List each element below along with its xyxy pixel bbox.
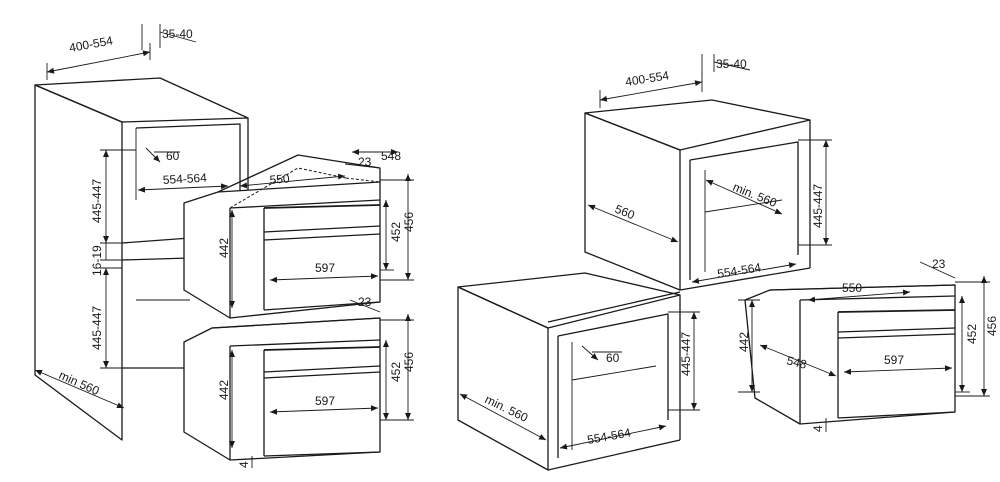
right-lower-note-label: 60	[606, 351, 620, 365]
right-lower-depth-label: min. 560	[483, 392, 531, 425]
left-vertical-dimensions: 445-447 16-19 445-447 min 560	[34, 149, 136, 409]
left-cab-depth-label: min 560	[57, 368, 102, 398]
left-upper-recess-dimensions: 60 554-564	[137, 147, 229, 193]
left-oven1-depth-label: 548	[381, 149, 401, 163]
left-lower-oven	[183, 317, 381, 461]
right-oven-h442-label: 442	[737, 332, 751, 352]
left-lower-height-label: 445-447	[90, 306, 104, 350]
right-oven-h456-label: 456	[985, 316, 999, 336]
left-column-cabinet	[34, 77, 249, 441]
left-oven2-foot-label: 4	[237, 461, 251, 468]
right-lower-width-label: 554-564	[586, 425, 632, 446]
right-oven-width-label: 597	[884, 353, 904, 367]
right-upper-min-label: min. 560	[731, 180, 779, 210]
left-oven1-h456-label: 456	[402, 212, 416, 232]
right-oven	[744, 284, 956, 425]
right-lower-height-label: 445-447	[679, 332, 693, 376]
right-upper-cabinet-dimensions: 400-554 35-40 560 min. 560 445-447 554-5…	[587, 54, 832, 284]
right-oven-dimensions: 550 23 442 548 597 452 456 4	[737, 257, 999, 432]
right-cab-side-label: 35-40	[716, 57, 747, 71]
left-oven2-h456-label: 456	[402, 352, 416, 372]
left-upper-oven-dimensions: 550 548 23 442 597 452 456	[217, 149, 416, 308]
left-gap-label: 16-19	[90, 245, 104, 276]
left-oven1-width-label: 597	[315, 261, 335, 275]
left-oven2-side-label: 23	[358, 295, 372, 309]
left-lower-oven-dimensions: 23 442 597 452 456 4	[217, 295, 416, 468]
left-upper-height-label: 445-447	[90, 179, 104, 223]
left-oven2-width-label: 597	[315, 394, 335, 408]
right-oven-top-label: 550	[842, 281, 862, 295]
right-upper-depth-label: 560	[613, 202, 637, 223]
left-oven1-side-label: 23	[358, 155, 372, 169]
left-cab-side-label: 35-40	[162, 27, 193, 41]
left-recess-note-label: 60	[166, 149, 180, 163]
left-upper-width-label: 554-564	[162, 171, 207, 187]
right-oven-side-label: 23	[932, 257, 946, 271]
right-oven-foot-label: 4	[811, 425, 825, 432]
left-oven1-h452-label: 452	[389, 222, 403, 242]
right-upper-cabinet	[584, 99, 811, 291]
right-oven-h452-label: 452	[965, 324, 979, 344]
right-upper-height-label: 445-447	[811, 184, 825, 228]
left-oven2-h442-label: 442	[217, 380, 231, 400]
left-oven1-h442-label: 442	[217, 238, 231, 258]
left-top-dimensions: 400-554 35-40	[46, 24, 197, 80]
left-cab-width-label: 400-554	[68, 33, 114, 54]
left-oven2-h452-label: 452	[389, 362, 403, 382]
right-lower-cabinet-dimensions: min. 560 60 445-447 554-564	[459, 311, 700, 450]
right-cab-width-label: 400-554	[624, 68, 670, 89]
left-oven1-top-label: 550	[269, 171, 290, 187]
right-lower-cabinet	[457, 272, 681, 471]
right-oven-depth-label: 548	[785, 353, 808, 372]
right-upper-width-label: 554-564	[716, 260, 762, 281]
